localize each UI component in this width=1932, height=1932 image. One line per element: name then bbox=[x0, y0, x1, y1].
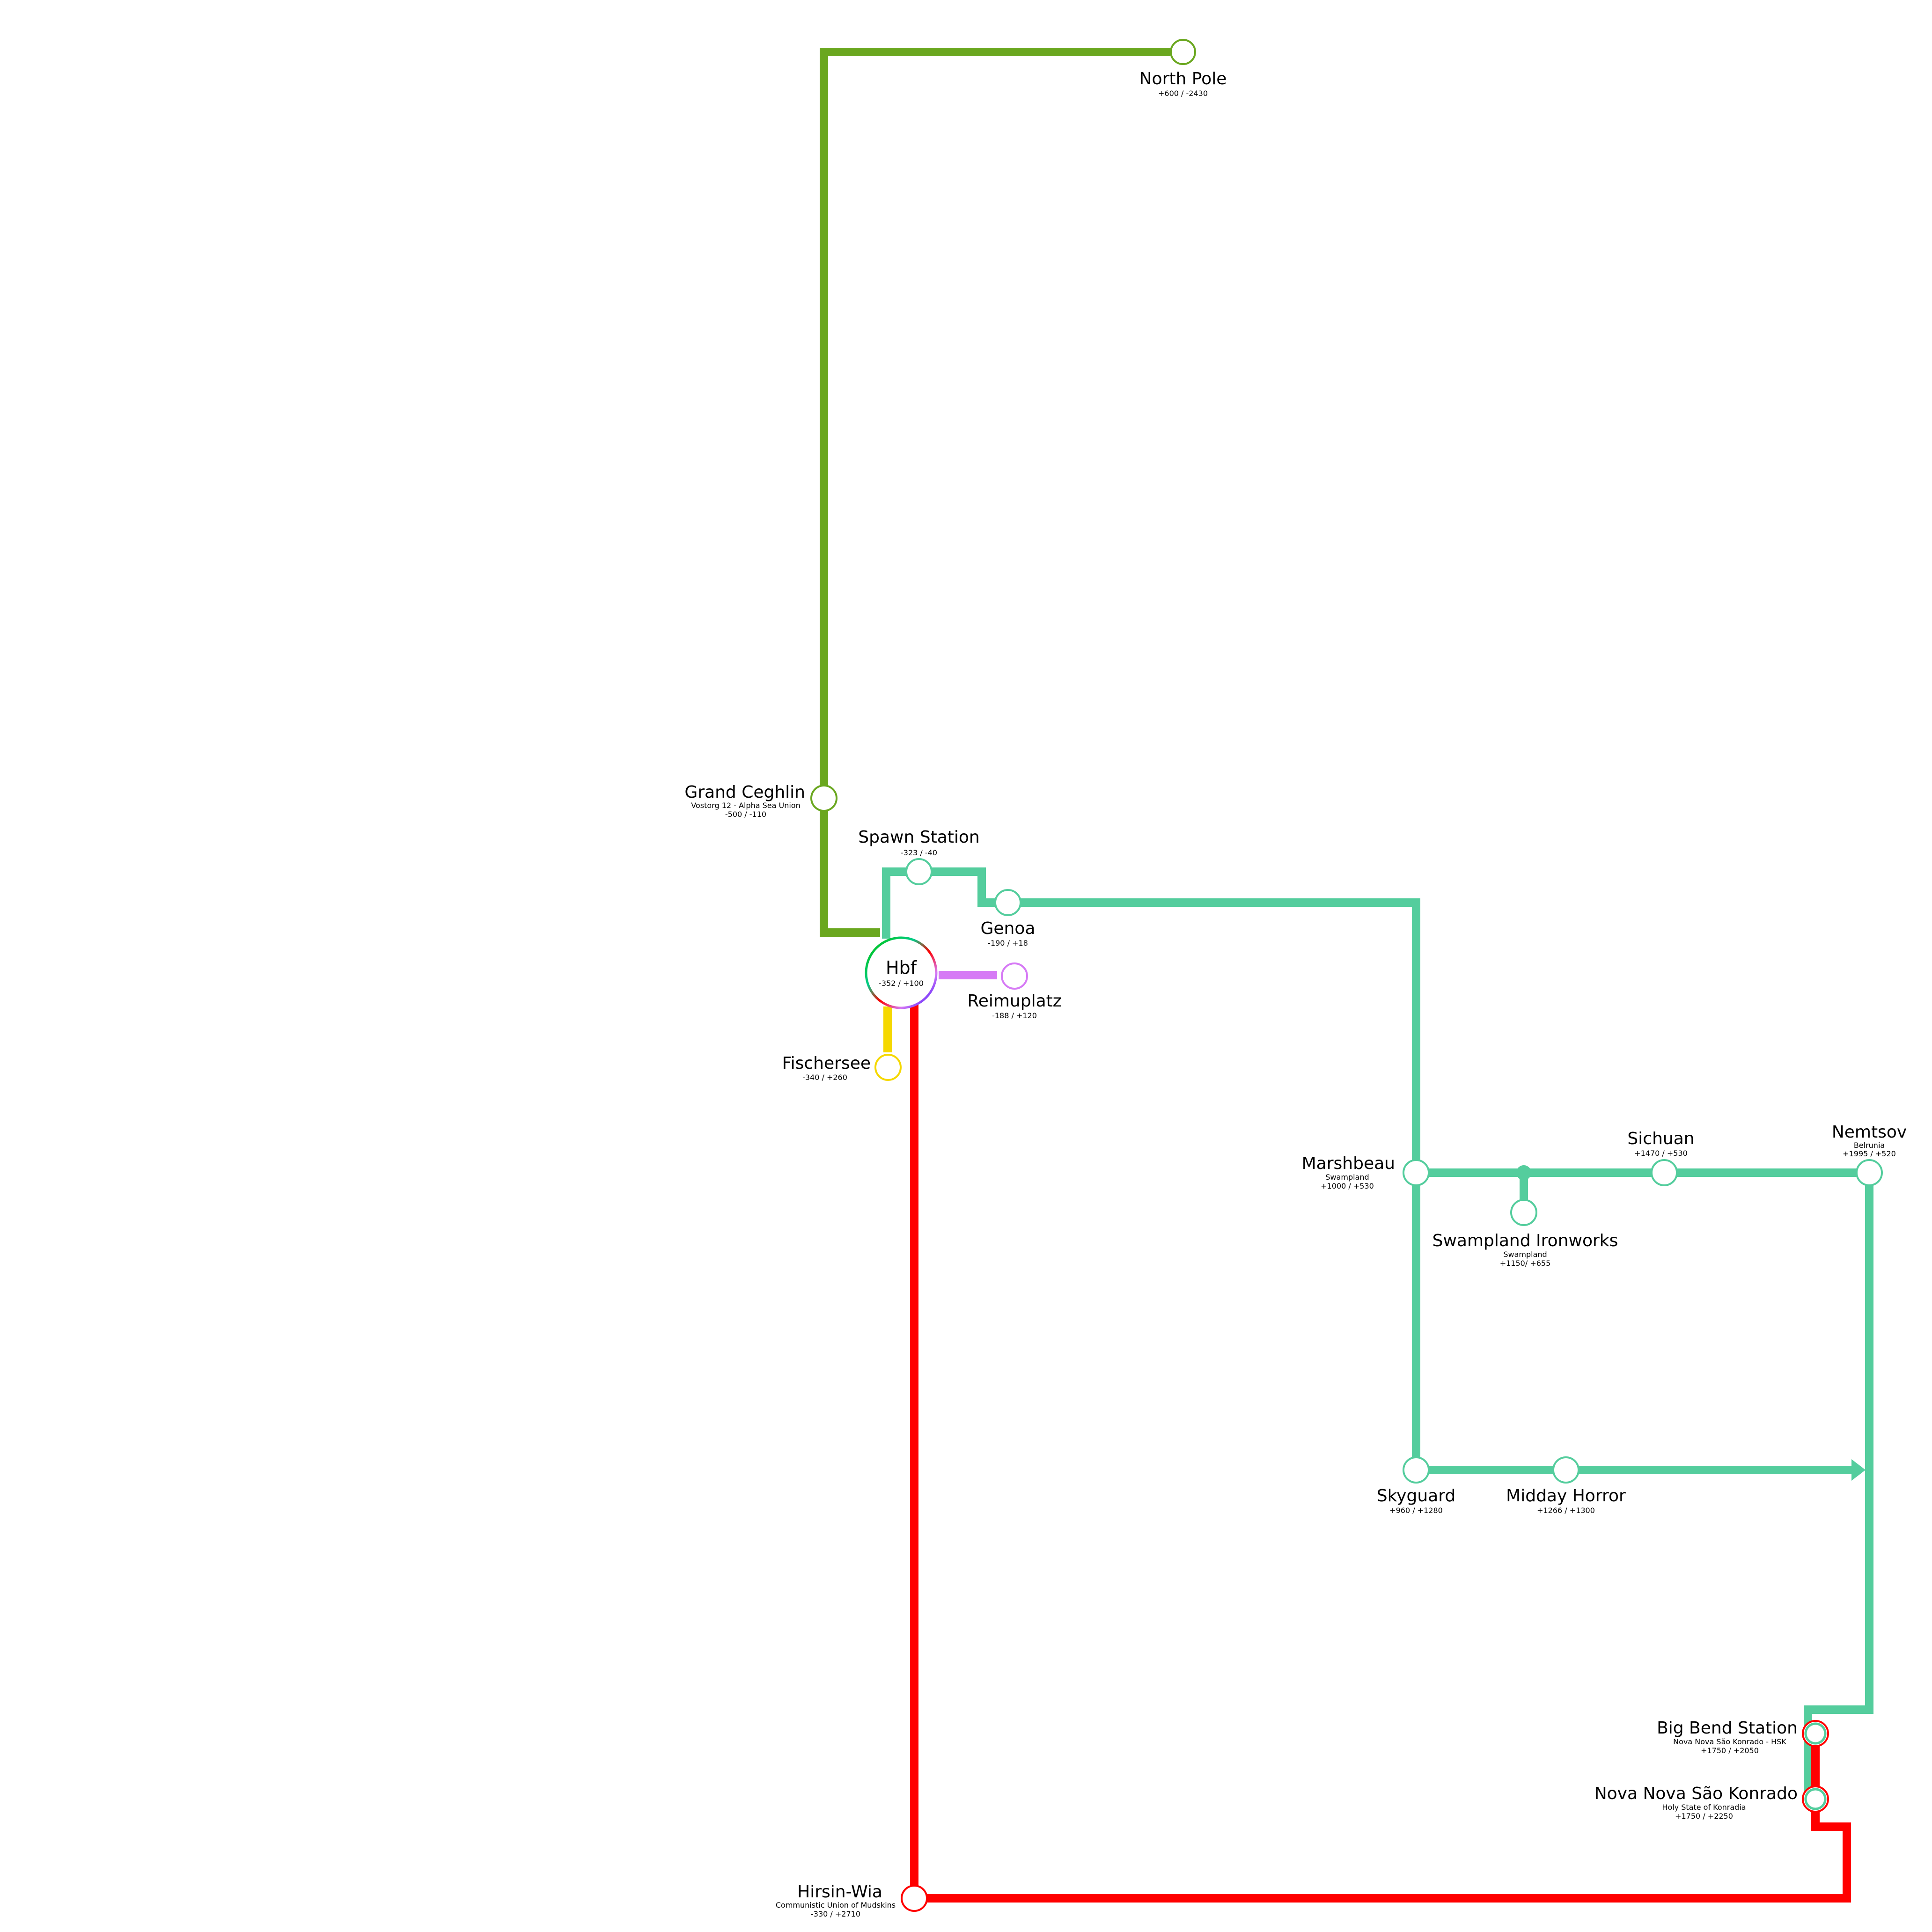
station-nova-nova-sao-konrado[interactable]: Nova Nova São Konrado Holy State of Konr… bbox=[1594, 1784, 1829, 1821]
station-coords: +1750 / +2250 bbox=[1675, 1812, 1733, 1821]
station-marker[interactable] bbox=[1651, 1159, 1678, 1186]
station-region: Belrunia bbox=[1854, 1141, 1885, 1150]
station-swampland-ironworks[interactable]: Swampland Ironworks Swampland +1150/ +65… bbox=[1432, 1199, 1618, 1268]
station-big-bend[interactable]: Big Bend Station Nova Nova São Konrado -… bbox=[1657, 1719, 1829, 1755]
station-nemtsov[interactable]: Nemtsov Belrunia +1995 / +520 bbox=[1832, 1123, 1907, 1186]
station-region: Swampland bbox=[1325, 1173, 1369, 1182]
station-coords: +1750 / +2050 bbox=[1701, 1746, 1759, 1755]
station-coords: -500 / -110 bbox=[725, 810, 766, 819]
station-marker[interactable] bbox=[1552, 1456, 1579, 1484]
station-name: Genoa bbox=[981, 919, 1036, 938]
station-name: Skyguard bbox=[1377, 1486, 1455, 1506]
hub-name: Hbf bbox=[886, 957, 918, 978]
station-north-pole[interactable]: North Pole +600 / -2430 bbox=[1139, 39, 1227, 98]
station-skyguard[interactable]: Skyguard +960 / +1280 bbox=[1377, 1456, 1455, 1515]
station-coords: -190 / +18 bbox=[988, 939, 1028, 948]
station-marker[interactable] bbox=[1403, 1456, 1430, 1484]
station-marker[interactable] bbox=[905, 858, 933, 885]
teal-line-arrowhead bbox=[1851, 1459, 1866, 1481]
station-grand-ceghlin[interactable]: Grand Ceghlin Vostorg 12 - Alpha Sea Uni… bbox=[684, 783, 837, 819]
station-coords: +600 / -2430 bbox=[1158, 89, 1208, 98]
station-marker-inner bbox=[1804, 1788, 1827, 1810]
station-marker[interactable] bbox=[1403, 1159, 1430, 1186]
station-hirsin-wia[interactable]: Hirsin-Wia Communistic Union of Mudskins… bbox=[776, 1882, 928, 1918]
teal-line-east bbox=[1416, 1168, 1873, 1798]
station-coords: -330 / +2710 bbox=[811, 1910, 860, 1918]
station-marker[interactable] bbox=[994, 889, 1021, 916]
station-name: Hirsin-Wia bbox=[797, 1882, 882, 1902]
station-marshbeau[interactable]: Marshbeau Swampland +1000 / +530 bbox=[1302, 1154, 1430, 1190]
station-coords: -340 / +260 bbox=[802, 1073, 847, 1082]
station-coords: +1470 / +530 bbox=[1634, 1149, 1688, 1158]
station-region: Swampland bbox=[1503, 1250, 1547, 1259]
station-name: Sichuan bbox=[1627, 1129, 1694, 1148]
station-region: Communistic Union of Mudskins bbox=[776, 1901, 896, 1910]
station-name: Reimuplatz bbox=[967, 992, 1061, 1011]
station-region: Holy State of Konradia bbox=[1662, 1803, 1746, 1812]
station-coords: -188 / +120 bbox=[992, 1011, 1037, 1020]
teal-line-hbf-marshbeau bbox=[882, 867, 1420, 1173]
station-marker[interactable] bbox=[810, 785, 837, 812]
station-reimuplatz[interactable]: Reimuplatz -188 / +120 bbox=[967, 962, 1062, 1020]
red-line bbox=[910, 1003, 1851, 1903]
station-coords: +1000 / +530 bbox=[1321, 1182, 1374, 1190]
station-genoa[interactable]: Genoa -190 / +18 bbox=[981, 889, 1036, 948]
station-coords: -323 / -40 bbox=[901, 848, 937, 857]
station-sichuan[interactable]: Sichuan +1470 / +530 bbox=[1627, 1129, 1695, 1186]
station-coords: +1995 / +520 bbox=[1843, 1149, 1896, 1158]
station-marker[interactable] bbox=[1856, 1159, 1883, 1186]
station-name: Swampland Ironworks bbox=[1432, 1231, 1618, 1250]
hub-coords: -352 / +100 bbox=[879, 979, 924, 988]
station-coords: +1266 / +1300 bbox=[1537, 1506, 1595, 1515]
line-layer bbox=[820, 48, 1873, 1903]
green-line bbox=[820, 48, 1170, 937]
station-marker-inner bbox=[1804, 1722, 1827, 1745]
station-midday-horror[interactable]: Midday Horror +1266 / +1300 bbox=[1506, 1456, 1626, 1515]
teal-junction-dot bbox=[1516, 1165, 1531, 1180]
teal-line-skyguard-branch bbox=[1412, 1173, 1854, 1474]
station-name: Grand Ceghlin bbox=[684, 783, 805, 802]
station-marker[interactable] bbox=[1170, 39, 1196, 65]
station-name: North Pole bbox=[1139, 69, 1227, 88]
station-fischersee[interactable]: Fischersee -340 / +260 bbox=[782, 1054, 902, 1082]
station-name: Big Bend Station bbox=[1657, 1719, 1798, 1738]
station-marker[interactable] bbox=[874, 1054, 902, 1081]
station-region: Vostorg 12 - Alpha Sea Union bbox=[691, 801, 800, 810]
station-coords: +960 / +1280 bbox=[1389, 1506, 1443, 1515]
station-name: Nova Nova São Konrado bbox=[1594, 1784, 1798, 1803]
station-region: Nova Nova São Konrado - HSK bbox=[1673, 1737, 1786, 1746]
station-name: Midday Horror bbox=[1506, 1486, 1626, 1506]
station-spawn-station[interactable]: Spawn Station -323 / -40 bbox=[858, 828, 980, 885]
station-coords: +1150/ +655 bbox=[1500, 1259, 1551, 1268]
station-name: Fischersee bbox=[782, 1054, 871, 1073]
station-name: Nemtsov bbox=[1832, 1123, 1907, 1142]
station-name: Marshbeau bbox=[1302, 1154, 1395, 1173]
station-marker[interactable] bbox=[1001, 962, 1028, 990]
station-name: Spawn Station bbox=[858, 828, 979, 847]
station-marker[interactable] bbox=[1510, 1199, 1537, 1226]
station-hbf[interactable]: Hbf -352 / +100 bbox=[865, 936, 938, 1009]
hub-marker[interactable] bbox=[865, 936, 938, 1009]
station-layer: North Pole +600 / -2430 Grand Ceghlin Vo… bbox=[684, 39, 1907, 1918]
station-marker[interactable] bbox=[901, 1885, 928, 1912]
